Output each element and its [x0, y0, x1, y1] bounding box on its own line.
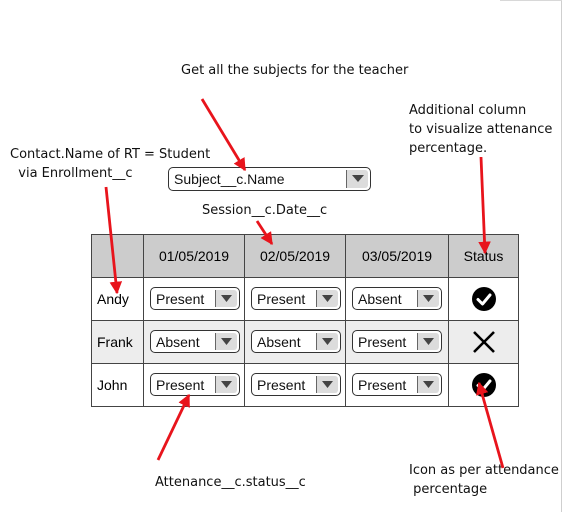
subject-select[interactable]: Subject__c.Name [168, 167, 371, 191]
attendance-table: 01/05/2019 02/05/2019 03/05/2019 Status … [91, 234, 519, 407]
status-cell [448, 363, 519, 407]
attendance-select[interactable]: Present [150, 373, 240, 396]
attendance-select-value: Absent [358, 290, 402, 307]
attendance-select-value: Absent [156, 333, 200, 350]
column-header-status: Status [448, 234, 519, 278]
attendance-select[interactable]: Absent [352, 287, 442, 310]
attendance-select-value: Present [257, 376, 306, 393]
chevron-down-icon[interactable] [417, 290, 439, 307]
attendance-select-value: Present [257, 290, 306, 307]
attendance-cell: Present [244, 277, 346, 321]
annotation-contact: Contact.Name of RT = Student via Enrollm… [10, 147, 211, 181]
table-row: Andy Present Present Absent [91, 277, 519, 321]
attendance-select[interactable]: Present [251, 373, 341, 396]
student-name: Andy [91, 277, 144, 321]
attendance-select[interactable]: Present [251, 287, 341, 310]
chevron-down-icon[interactable] [316, 376, 338, 393]
attendance-cell: Present [345, 320, 449, 364]
attendance-select-value: Present [156, 290, 205, 307]
chevron-down-icon[interactable] [215, 290, 237, 307]
attendance-select[interactable]: Present [352, 373, 442, 396]
annotation-additional-column: Additional column to visualize attenance… [409, 103, 553, 156]
table-row: John Present Present Present [91, 363, 519, 407]
attendance-select-value: Present [156, 376, 205, 393]
attendance-cell: Absent [143, 320, 245, 364]
annotation-subjects: Get all the subjects for the teacher [181, 63, 409, 78]
attendance-cell: Present [244, 363, 346, 407]
attendance-select[interactable]: Absent [251, 330, 341, 353]
column-header-date-3: 03/05/2019 [345, 234, 449, 278]
attendance-cell: Absent [244, 320, 346, 364]
check-circle-icon [471, 373, 496, 397]
attendance-cell: Present [143, 363, 245, 407]
table-header-row: 01/05/2019 02/05/2019 03/05/2019 Status [91, 234, 519, 278]
status-cell [448, 277, 519, 321]
annotation-icon: Icon as per attendance percentage [409, 463, 559, 497]
table-row: Frank Absent Absent Present [91, 320, 519, 364]
cross-icon [472, 331, 495, 353]
chevron-down-icon[interactable] [316, 333, 338, 350]
chevron-down-icon[interactable] [346, 170, 368, 188]
attendance-cell: Present [345, 363, 449, 407]
attendance-select[interactable]: Present [150, 287, 240, 310]
chevron-down-icon[interactable] [316, 290, 338, 307]
frame-edge [561, 0, 562, 512]
status-cell [448, 320, 519, 364]
column-header-date-2: 02/05/2019 [244, 234, 346, 278]
attendance-select[interactable]: Present [352, 330, 442, 353]
student-name: John [91, 363, 144, 407]
attendance-select-value: Present [358, 376, 407, 393]
chevron-down-icon[interactable] [417, 333, 439, 350]
annotation-session: Session__c.Date__c [202, 203, 328, 218]
chevron-down-icon[interactable] [215, 333, 237, 350]
frame-edge-top [500, 0, 562, 1]
attendance-cell: Present [143, 277, 245, 321]
check-circle-icon [471, 287, 496, 311]
column-header-name [91, 234, 144, 278]
attendance-select-value: Present [358, 333, 407, 350]
attendance-select-value: Absent [257, 333, 301, 350]
attendance-select[interactable]: Absent [150, 330, 240, 353]
chevron-down-icon[interactable] [417, 376, 439, 393]
column-header-date-1: 01/05/2019 [143, 234, 245, 278]
subject-select-value: Subject__c.Name [174, 171, 285, 187]
attendance-cell: Absent [345, 277, 449, 321]
annotation-attendance: Attenance__c.status__c [155, 475, 306, 490]
chevron-down-icon[interactable] [215, 376, 237, 393]
student-name: Frank [91, 320, 144, 364]
